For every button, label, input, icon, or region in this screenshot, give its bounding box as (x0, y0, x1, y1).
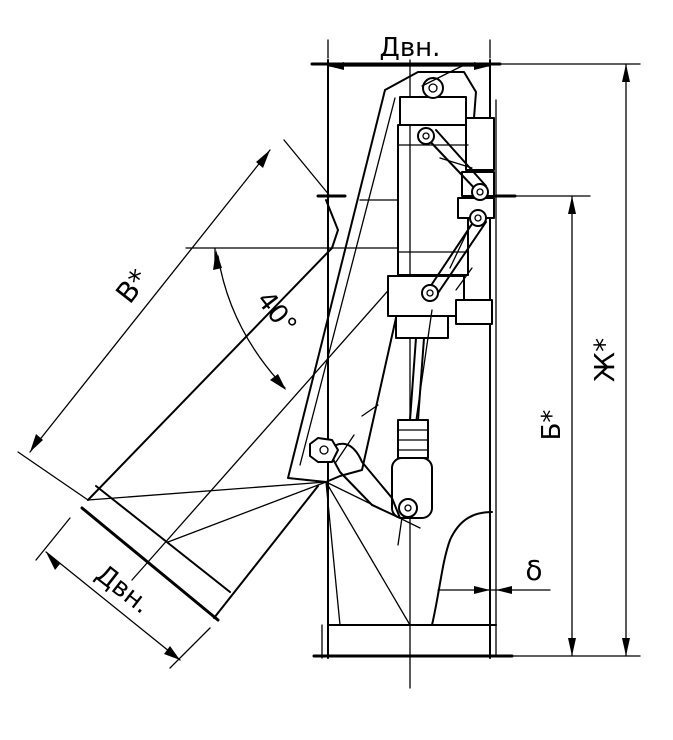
dim-delta (437, 586, 551, 594)
label-angle: 40° (250, 286, 302, 341)
dim-angle (213, 247, 286, 390)
label-dvn-top: Двн. (380, 33, 441, 63)
label-zh: Ж* (588, 338, 621, 382)
label-dvn-bottom: Двн. (90, 559, 156, 620)
dim-zh (489, 63, 641, 657)
actuator-block (387, 65, 495, 339)
dim-dvn-top (327, 39, 491, 70)
branch-pipe (80, 199, 441, 626)
rod-lever (309, 309, 433, 546)
label-b: Б* (537, 410, 567, 441)
dim-b (504, 195, 591, 657)
dim-dvn-bottom (35, 517, 211, 669)
flap-curve (431, 511, 493, 626)
label-delta: δ (525, 554, 542, 587)
linkage (417, 127, 489, 302)
dim-v (17, 139, 331, 501)
